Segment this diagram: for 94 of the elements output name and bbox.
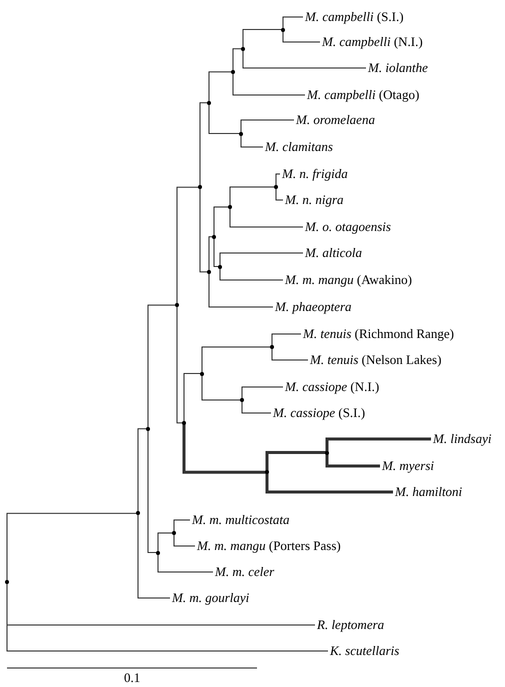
branch-node <box>239 132 243 136</box>
branch-line <box>326 452 380 468</box>
taxon-label: R. leptomera <box>317 618 384 632</box>
branch-line <box>174 532 196 546</box>
taxon-label: M. lindsayi <box>433 432 492 446</box>
branch-node <box>198 185 202 190</box>
branch-line <box>282 16 304 30</box>
taxon-label: M. m. gourlayi <box>172 591 250 605</box>
branch-line <box>208 102 242 134</box>
branch-line <box>174 520 190 534</box>
branch-line <box>138 512 170 598</box>
taxon-label: K. scutellaris <box>330 644 400 658</box>
branch-node <box>240 398 244 402</box>
branch-line <box>202 373 242 400</box>
branch-node <box>207 270 211 274</box>
branch-node <box>182 420 186 425</box>
branch-node <box>325 450 329 454</box>
branch-line <box>266 451 327 472</box>
taxon-label: M. campbelli (N.I.) <box>322 35 423 49</box>
taxon-label: M. m. mangu (Porters Pass) <box>197 539 341 553</box>
branch-line <box>240 120 294 134</box>
branch-line <box>276 174 280 188</box>
branch-node <box>5 580 9 584</box>
branch-line <box>208 236 214 272</box>
branch-line <box>200 102 210 188</box>
branch-node <box>212 234 216 239</box>
branch-line <box>242 386 284 400</box>
branch-line <box>158 532 174 553</box>
branch-line <box>148 304 178 430</box>
branch-line <box>158 552 214 572</box>
taxon-label: M. cassiope (S.I.) <box>273 406 366 420</box>
branch-line <box>266 472 393 494</box>
taxon-label: M. myersi <box>382 459 434 473</box>
branch-node <box>274 185 278 189</box>
branch-line <box>242 48 366 68</box>
branch-line <box>182 422 267 474</box>
branch-line <box>276 186 284 200</box>
branch-line <box>242 400 272 414</box>
branch-line <box>326 438 431 452</box>
branch-node <box>241 46 245 51</box>
taxon-label: M. phaeoptera <box>275 300 352 314</box>
taxon-label: M. clamitans <box>265 140 333 154</box>
branch-node <box>265 470 269 474</box>
branch-line <box>176 186 200 306</box>
taxon-label: M. m. celer <box>215 565 274 579</box>
branch-line <box>184 373 202 424</box>
branch-line <box>214 236 220 267</box>
branch-line <box>272 346 308 360</box>
branch-line <box>220 266 284 280</box>
taxon-label: M. alticola <box>305 246 362 260</box>
branch-line <box>176 304 184 424</box>
taxon-label: M. cassiope (N.I.) <box>285 380 380 394</box>
branch-node <box>172 531 176 535</box>
branch-line <box>200 186 210 272</box>
branch-line <box>138 428 148 514</box>
taxon-label: M. m. multicostata <box>192 513 290 527</box>
branch-line <box>282 29 320 42</box>
branch-node <box>146 426 150 431</box>
branch-line <box>272 334 302 348</box>
branch-node <box>231 70 235 74</box>
branch-line <box>230 206 304 228</box>
branch-node <box>228 205 232 209</box>
branch-line <box>230 186 276 208</box>
taxon-label: M. tenuis (Richmond Range) <box>303 327 454 341</box>
branch-line <box>214 206 230 238</box>
taxon-label: M. campbelli (Otago) <box>307 88 420 102</box>
branch-node <box>156 550 160 554</box>
branch-line <box>232 48 244 72</box>
taxon-label: M. o. otagoensis <box>305 220 391 234</box>
branch-node <box>281 28 285 32</box>
branch-line <box>208 71 234 104</box>
branch-line <box>242 29 284 50</box>
branch-node <box>218 264 222 268</box>
branch-node <box>270 345 274 349</box>
taxon-label: M. m. mangu (Awakino) <box>285 273 412 287</box>
taxon-label: M. campbelli (S.I.) <box>305 10 404 24</box>
branch-node <box>175 303 179 308</box>
taxon-label: M. hamiltoni <box>395 485 462 499</box>
branch-line <box>208 271 274 308</box>
taxon-label: M. tenuis (Nelson Lakes) <box>310 353 442 367</box>
branch-line <box>148 428 158 553</box>
branch-line <box>220 252 304 267</box>
branch-line <box>232 71 306 96</box>
taxon-label: M. oromelaena <box>296 113 375 127</box>
scale-label: 0.1 <box>124 671 140 685</box>
branch-node <box>200 372 204 376</box>
branch-line <box>202 346 272 374</box>
taxon-label: M. iolanthe <box>368 61 428 75</box>
taxon-label: M. n. frigida <box>282 167 348 181</box>
branch-line <box>6 512 138 583</box>
branch-node <box>207 100 211 105</box>
branch-line <box>240 133 264 148</box>
branch-node <box>136 511 140 516</box>
taxon-label: M. n. nigra <box>285 193 344 207</box>
